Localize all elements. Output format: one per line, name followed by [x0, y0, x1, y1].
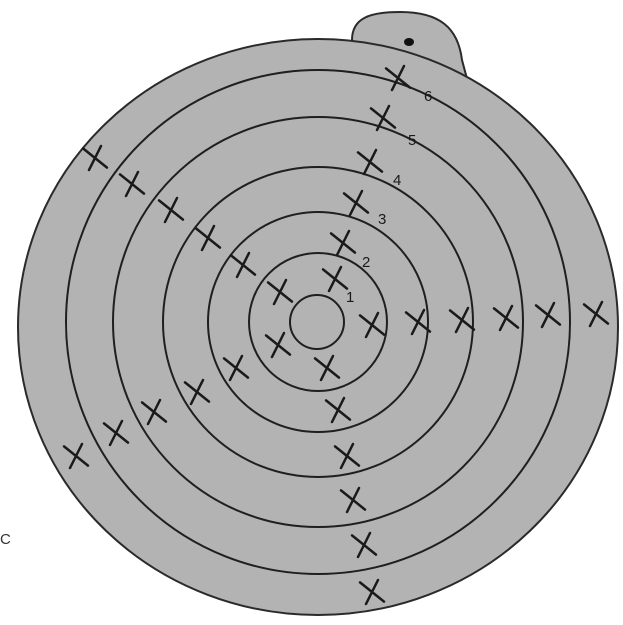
ring-label-1: 1: [346, 289, 354, 306]
ring-label-4: 4: [393, 172, 401, 189]
ring-label-2: 2: [362, 254, 370, 271]
ring-label-3: 3: [378, 211, 386, 228]
tab-dot: [404, 38, 414, 46]
figure-side-label: C: [0, 531, 11, 548]
ring-label-5: 5: [408, 132, 416, 149]
ring-label-6: 6: [424, 88, 432, 105]
disc: [18, 39, 618, 615]
